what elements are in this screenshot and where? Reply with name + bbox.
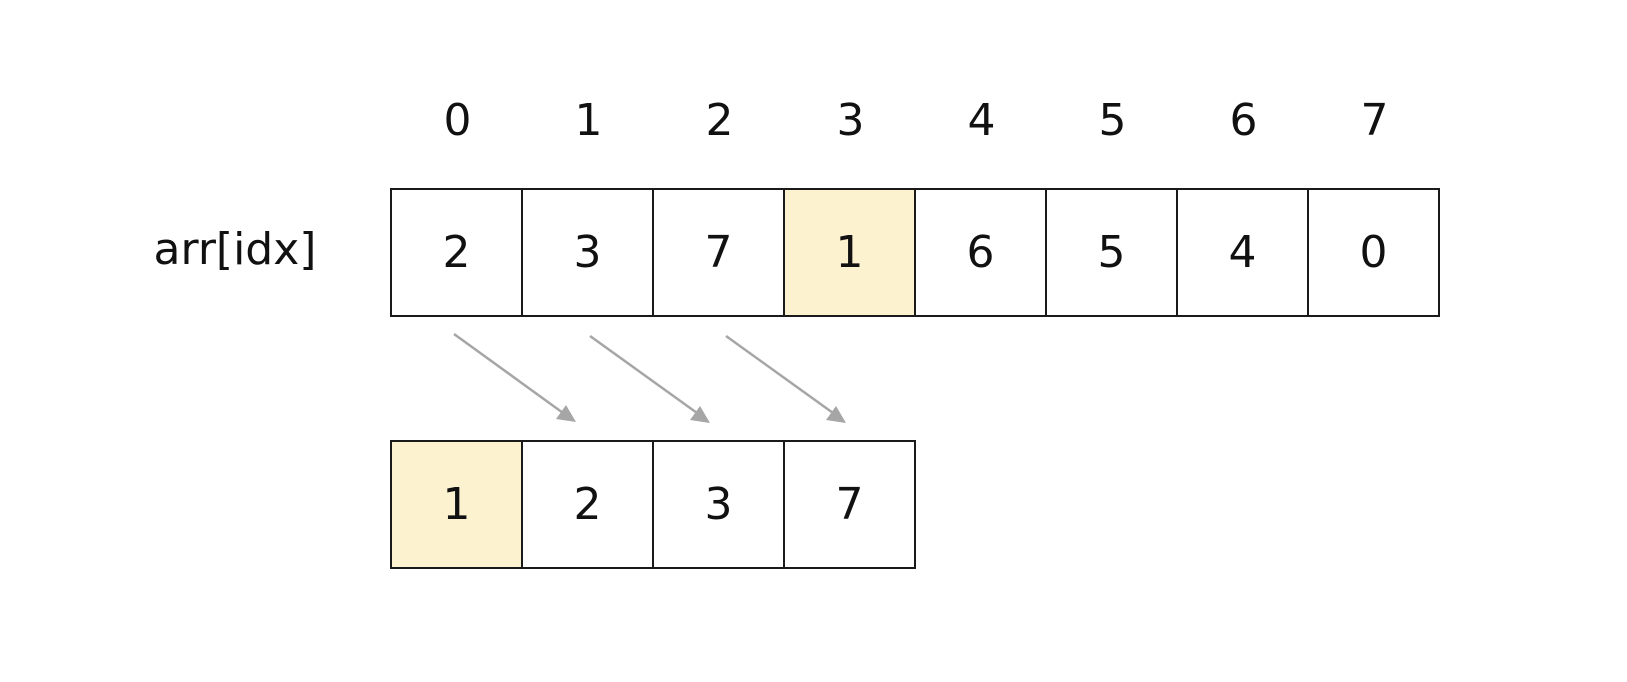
shift-arrow — [725, 334, 841, 420]
array-cell-highlighted: 1 — [783, 188, 916, 317]
array-cell: 5 — [1045, 188, 1178, 317]
arrowhead — [826, 406, 846, 423]
array-cell: 6 — [914, 188, 1047, 317]
row-label: arr[idx] — [153, 224, 317, 275]
array-cell: 7 — [652, 188, 785, 317]
arrowhead — [690, 406, 710, 423]
index-label: 3 — [836, 95, 865, 146]
index-label: 1 — [574, 95, 603, 146]
result-cell: 2 — [521, 440, 654, 569]
shift-arrow — [453, 332, 571, 420]
index-label: 4 — [967, 95, 996, 146]
index-label: 5 — [1098, 95, 1127, 146]
result-cell: 7 — [783, 440, 916, 569]
index-label: 6 — [1229, 95, 1258, 146]
index-label: 0 — [443, 95, 472, 146]
result-cell-highlighted: 1 — [390, 440, 523, 569]
result-cell: 3 — [652, 440, 785, 569]
index-label: 2 — [705, 95, 734, 146]
index-label: 7 — [1360, 95, 1389, 146]
shift-arrow — [589, 334, 705, 420]
arrowhead — [556, 405, 576, 422]
array-cell: 0 — [1307, 188, 1440, 317]
